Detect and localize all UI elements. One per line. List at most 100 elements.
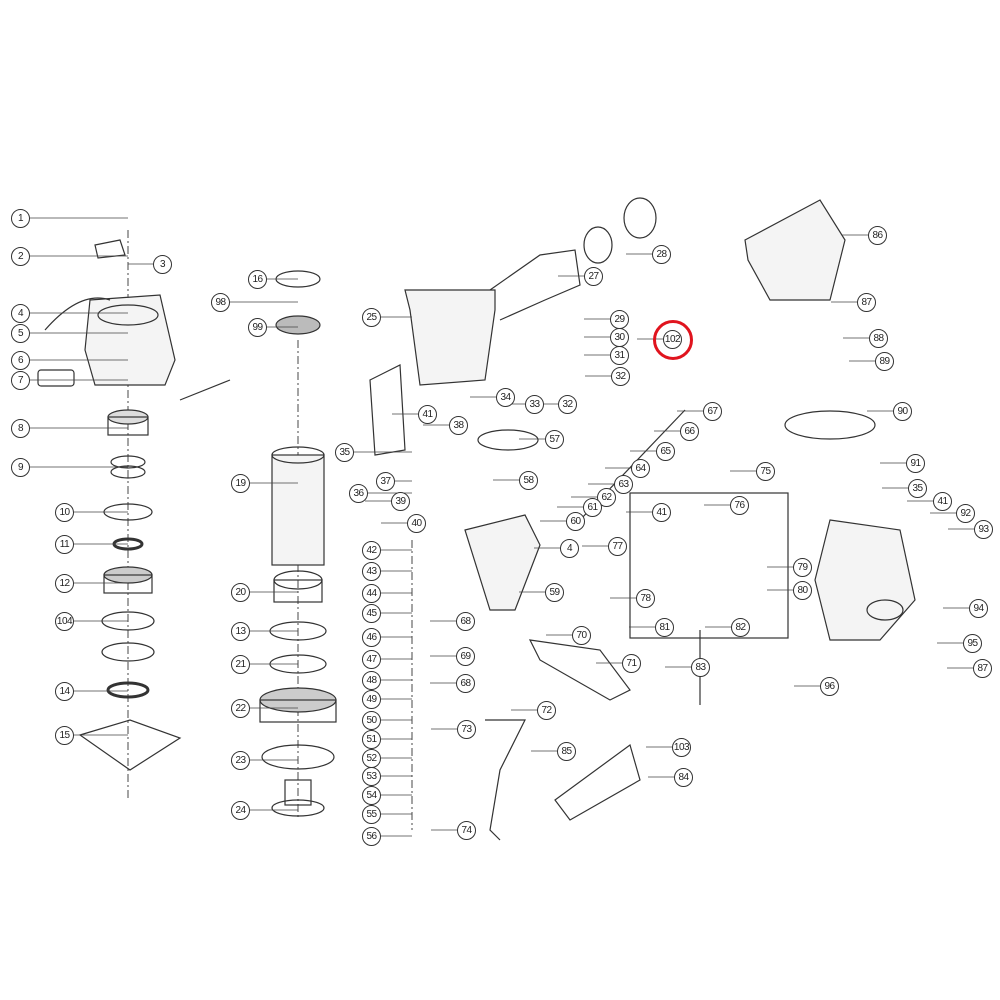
callout-6: 6 xyxy=(11,351,30,370)
callout-46: 46 xyxy=(362,628,381,647)
callout-27: 27 xyxy=(584,267,603,286)
callout-11: 11 xyxy=(55,535,74,554)
callout-47: 47 xyxy=(362,650,381,669)
callout-62: 62 xyxy=(597,488,616,507)
callout-83: 83 xyxy=(691,658,710,677)
callout-19: 19 xyxy=(231,474,250,493)
callout-57: 57 xyxy=(545,430,564,449)
callout-60: 60 xyxy=(566,512,585,531)
callout-56: 56 xyxy=(362,827,381,846)
callout-37: 37 xyxy=(376,472,395,491)
callout-81: 81 xyxy=(655,618,674,637)
trigger-group-box xyxy=(629,492,789,639)
callout-45: 45 xyxy=(362,604,381,623)
callout-59: 59 xyxy=(545,583,564,602)
callout-94: 94 xyxy=(969,599,988,618)
callout-36: 36 xyxy=(349,484,368,503)
callout-40: 40 xyxy=(407,514,426,533)
callout-76: 76 xyxy=(730,496,749,515)
callout-52: 52 xyxy=(362,749,381,768)
callout-72: 72 xyxy=(537,701,556,720)
callout-31: 31 xyxy=(610,346,629,365)
callout-90: 90 xyxy=(893,402,912,421)
callout-87: 87 xyxy=(857,293,876,312)
callout-68: 68 xyxy=(456,612,475,631)
callout-3: 3 xyxy=(153,255,172,274)
callout-77: 77 xyxy=(608,537,627,556)
callout-5: 5 xyxy=(11,324,30,343)
callout-44: 44 xyxy=(362,584,381,603)
callout-35: 35 xyxy=(908,479,927,498)
callout-96: 96 xyxy=(820,677,839,696)
callout-91: 91 xyxy=(906,454,925,473)
callout-41: 41 xyxy=(652,503,671,522)
callout-80: 80 xyxy=(793,581,812,600)
callout-73: 73 xyxy=(457,720,476,739)
callout-64: 64 xyxy=(631,459,650,478)
callout-69: 69 xyxy=(456,647,475,666)
callout-20: 20 xyxy=(231,583,250,602)
callout-30: 30 xyxy=(610,328,629,347)
callout-61: 61 xyxy=(583,498,602,517)
callout-48: 48 xyxy=(362,671,381,690)
callout-38: 38 xyxy=(449,416,468,435)
callout-13: 13 xyxy=(231,622,250,641)
callout-66: 66 xyxy=(680,422,699,441)
callout-68: 68 xyxy=(456,674,475,693)
callout-87: 87 xyxy=(973,659,992,678)
callout-33: 33 xyxy=(525,395,544,414)
callout-86: 86 xyxy=(868,226,887,245)
body-assembly xyxy=(369,197,686,841)
magazine-assembly xyxy=(699,199,916,705)
callout-55: 55 xyxy=(362,805,381,824)
callout-1: 1 xyxy=(11,209,30,228)
left-column-parts xyxy=(78,409,182,771)
callout-50: 50 xyxy=(362,711,381,730)
callout-54: 54 xyxy=(362,786,381,805)
callout-34: 34 xyxy=(496,388,515,407)
callout-25: 25 xyxy=(362,308,381,327)
callout-7: 7 xyxy=(11,371,30,390)
callout-53: 53 xyxy=(362,767,381,786)
callout-21: 21 xyxy=(231,655,250,674)
callout-93: 93 xyxy=(974,520,993,539)
callout-2: 2 xyxy=(11,247,30,266)
callout-39: 39 xyxy=(391,492,410,511)
callout-103: 103 xyxy=(672,738,691,757)
highlight-circle xyxy=(653,320,693,360)
callout-89: 89 xyxy=(875,352,894,371)
callout-99: 99 xyxy=(248,318,267,337)
callout-4: 4 xyxy=(560,539,579,558)
callout-92: 92 xyxy=(956,504,975,523)
callout-95: 95 xyxy=(963,634,982,653)
callout-67: 67 xyxy=(703,402,722,421)
callout-51: 51 xyxy=(362,730,381,749)
callout-4: 4 xyxy=(11,304,30,323)
callout-35: 35 xyxy=(335,443,354,462)
callout-8: 8 xyxy=(11,419,30,438)
callout-79: 79 xyxy=(793,558,812,577)
callout-75: 75 xyxy=(756,462,775,481)
callout-22: 22 xyxy=(231,699,250,718)
callout-43: 43 xyxy=(362,562,381,581)
callout-29: 29 xyxy=(610,310,629,329)
callout-98: 98 xyxy=(211,293,230,312)
callout-65: 65 xyxy=(656,442,675,461)
callout-78: 78 xyxy=(636,589,655,608)
callout-9: 9 xyxy=(11,458,30,477)
callout-49: 49 xyxy=(362,690,381,709)
callout-12: 12 xyxy=(55,574,74,593)
callout-104: 104 xyxy=(55,612,74,631)
callout-70: 70 xyxy=(572,626,591,645)
callout-10: 10 xyxy=(55,503,74,522)
callout-15: 15 xyxy=(55,726,74,745)
callout-24: 24 xyxy=(231,801,250,820)
callout-74: 74 xyxy=(457,821,476,840)
callout-84: 84 xyxy=(674,768,693,787)
callout-32: 32 xyxy=(611,367,630,386)
callout-42: 42 xyxy=(362,541,381,560)
callout-88: 88 xyxy=(869,329,888,348)
cap-assembly xyxy=(37,239,231,401)
